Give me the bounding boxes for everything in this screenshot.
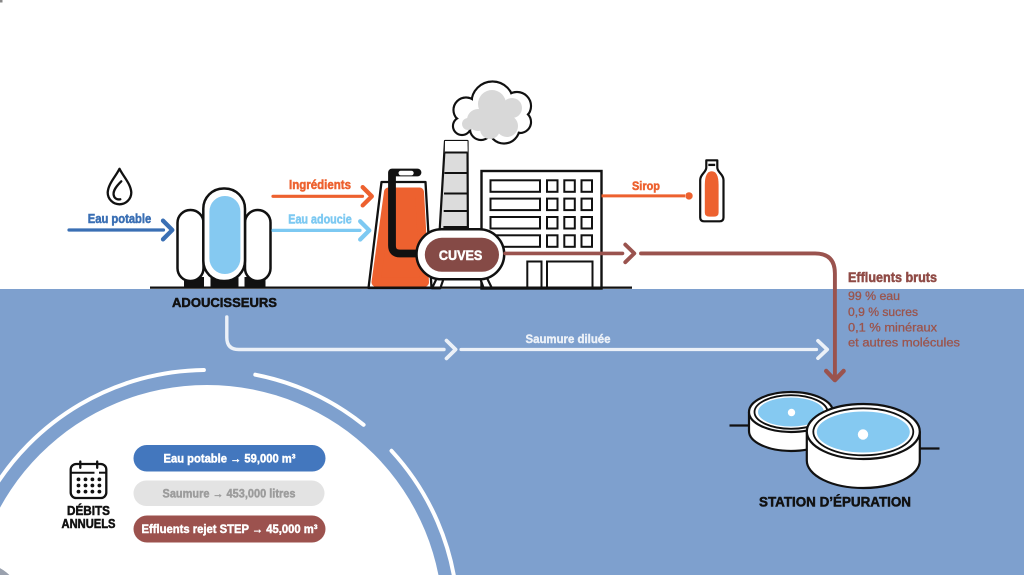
svg-text:et autres molécules: et autres molécules	[848, 336, 960, 350]
svg-text:Eau potable → 59,000 m³: Eau potable → 59,000 m³	[164, 452, 296, 466]
svg-text:0,1 % minéraux: 0,1 % minéraux	[848, 321, 938, 335]
svg-text:Sirop: Sirop	[632, 179, 660, 193]
svg-text:Effluents bruts: Effluents bruts	[848, 270, 937, 285]
svg-text:STATION D’ÉPURATION: STATION D’ÉPURATION	[759, 494, 911, 509]
svg-text:Eau adoucie: Eau adoucie	[288, 212, 352, 226]
svg-text:Saumure diluée: Saumure diluée	[526, 334, 611, 346]
svg-text:DÉBITS: DÉBITS	[67, 503, 110, 518]
svg-text:Saumure → 453,000 litres: Saumure → 453,000 litres	[163, 487, 296, 501]
svg-text:ADOUCISSEURS: ADOUCISSEURS	[172, 295, 277, 310]
svg-text:Effluents rejet STEP → 45,000: Effluents rejet STEP → 45,000 m³	[142, 522, 318, 536]
svg-text:CUVES: CUVES	[439, 248, 483, 263]
svg-text:Eau potable: Eau potable	[88, 212, 152, 226]
svg-text:99 % eau: 99 % eau	[848, 289, 900, 303]
svg-text:0,9 % sucres: 0,9 % sucres	[848, 305, 918, 319]
svg-text:Ingrédients: Ingrédients	[289, 178, 351, 192]
svg-text:ANNUELS: ANNUELS	[62, 517, 116, 531]
